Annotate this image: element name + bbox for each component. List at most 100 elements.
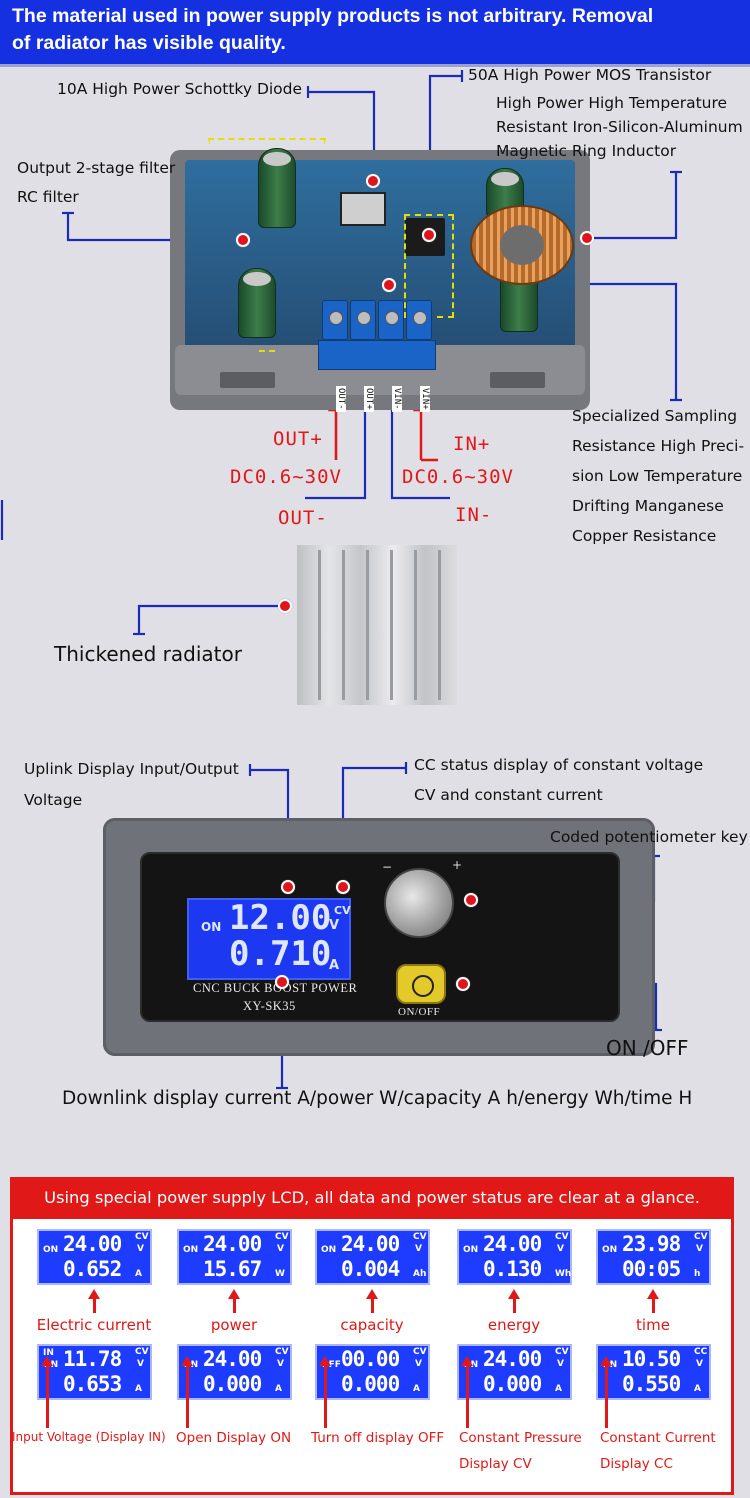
banner-line-1: The material used in power supply produc… (12, 5, 654, 27)
mos-label: 50A High Power MOS Transistor (468, 66, 712, 84)
terminal-block-icon (406, 300, 432, 340)
board-slot-right (490, 372, 545, 388)
callout-dot-downlink (275, 975, 289, 989)
arrow-shaft (186, 1366, 189, 1428)
lcd-caption: Turn off display OFF (311, 1430, 445, 1446)
callout-dot-radiator (278, 599, 292, 613)
cc-label-2: CV and constant current (414, 786, 603, 804)
mini-lcd-bottom-unit: Wh (555, 1269, 572, 1279)
arrow-shaft (605, 1366, 608, 1428)
lcd-caption: Constant Pressure (459, 1430, 582, 1446)
lcd-caption: time (636, 1316, 670, 1334)
mini-lcd-top-unit: V (696, 1244, 703, 1254)
power-button-label: ON/OFF (398, 1006, 441, 1018)
out-minus-label: OUT- (278, 507, 328, 529)
mini-lcd-mode: CV (555, 1347, 569, 1357)
mini-lcd-top-value: 24.00 (203, 1347, 262, 1371)
arrow-up-icon (508, 1289, 520, 1299)
inductor-leader (590, 172, 678, 240)
brand-line-2: XY-SK35 (243, 999, 296, 1013)
lcd-panel-heading: Using special power supply LCD, all data… (10, 1177, 734, 1219)
pin-label: VIN- (392, 386, 402, 412)
arrow-up-icon (366, 1289, 378, 1299)
potentiometer-knob[interactable] (384, 868, 454, 938)
lcd-bottom-value: 0.710 (229, 934, 332, 974)
in-range-label: DC0.6~30V (402, 466, 514, 488)
mini-lcd-top-value: 24.00 (203, 1232, 262, 1256)
lcd-bottom-unit: A (329, 958, 340, 973)
resistance-label-2: Resistance High Preci- (572, 437, 745, 455)
inductor-label-1: High Power High Temperature (496, 94, 728, 112)
mini-lcd-bottom-value: 0.550 (622, 1372, 681, 1396)
in-minus-leader (390, 396, 450, 500)
mini-lcd-mode: CC (694, 1347, 708, 1357)
out-range-label: DC0.6~30V (230, 466, 342, 488)
arrow-up-icon (181, 1356, 193, 1366)
mini-lcd-bottom-unit: W (275, 1269, 285, 1279)
mini-lcd-mode: CV (135, 1232, 149, 1242)
lcd-caption-2: Display CV (459, 1456, 532, 1472)
diode-label: 10A High Power Schottky Diode (57, 80, 303, 98)
power-button[interactable] (396, 964, 446, 1004)
mini-lcd-top-unit: V (277, 1244, 284, 1254)
mini-lcd-top-unit: V (277, 1359, 284, 1369)
filter-label-2: RC filter (17, 188, 79, 206)
mini-lcd-top-unit: V (137, 1359, 144, 1369)
board-slot-left (220, 372, 275, 388)
main-lcd: ON 12.00 CV V 0.710 A (187, 898, 351, 980)
heatsink-fin (390, 550, 393, 700)
mini-lcd-mode: CV (413, 1347, 427, 1357)
lcd-on-indicator: ON (201, 920, 222, 934)
inductor-label-2: Resistant Iron-Silicon-Aluminum (496, 118, 743, 136)
mini-lcd-bottom-unit: A (413, 1384, 420, 1394)
capacitor-icon (238, 268, 276, 338)
pot-label: Coded potentiometer key (550, 828, 748, 846)
callout-dot-diode (366, 174, 380, 188)
mini-lcd-top-value: 00.00 (341, 1347, 400, 1371)
mini-lcd-status: ON (321, 1245, 337, 1255)
uplink-label-2: Voltage (24, 791, 83, 809)
brand-line-1: CNC BUCK BOOST POWER (193, 981, 358, 995)
mini-lcd-bottom-unit: A (694, 1384, 701, 1394)
callout-dot-pot (464, 893, 478, 907)
mini-lcd-top-unit: V (696, 1359, 703, 1369)
terminal-block-icon (322, 300, 348, 340)
mini-lcd-status: ON (602, 1245, 618, 1255)
mini-lcd-bottom-value: 0.653 (63, 1372, 122, 1396)
heatsink-fin (318, 550, 321, 700)
mini-lcd-bottom-value: 00:05 (622, 1257, 681, 1281)
heatsink-fin (438, 550, 441, 700)
arrow-up-icon (41, 1356, 53, 1366)
lcd-cv-indicator: CV (334, 904, 351, 917)
downlink-label: Downlink display current A/power W/capac… (62, 1088, 693, 1109)
arrow-up-icon (88, 1289, 100, 1299)
callout-dot-uplink (281, 880, 295, 894)
lcd-caption: capacity (340, 1316, 404, 1334)
lcd-caption: Electric current (36, 1316, 152, 1334)
mini-lcd-mode: CV (555, 1232, 569, 1242)
pin-label: OUT- (336, 386, 346, 412)
mini-lcd-top-value: 23.98 (622, 1232, 681, 1256)
arrow-up-icon (461, 1356, 473, 1366)
mini-lcd-bottom-value: 0.004 (341, 1257, 400, 1281)
mini-lcd-top-unit: V (557, 1359, 564, 1369)
heatsink-fin (414, 550, 417, 700)
arrow-shaft (324, 1366, 327, 1428)
callout-dot-mos (422, 228, 436, 242)
mini-lcd-status: ON (183, 1245, 199, 1255)
mini-lcd-mode: CV (694, 1232, 708, 1242)
arrow-shaft (233, 1299, 236, 1313)
mini-lcd-top-value: 10.50 (622, 1347, 681, 1371)
terminal-block-icon (378, 300, 404, 340)
lcd-caption-2: Display CC (600, 1456, 673, 1472)
pin-label: OUT+ (364, 386, 374, 412)
callout-dot-filter (236, 233, 250, 247)
banner-divider (0, 64, 750, 67)
mini-lcd-bottom-value: 0.000 (483, 1372, 542, 1396)
